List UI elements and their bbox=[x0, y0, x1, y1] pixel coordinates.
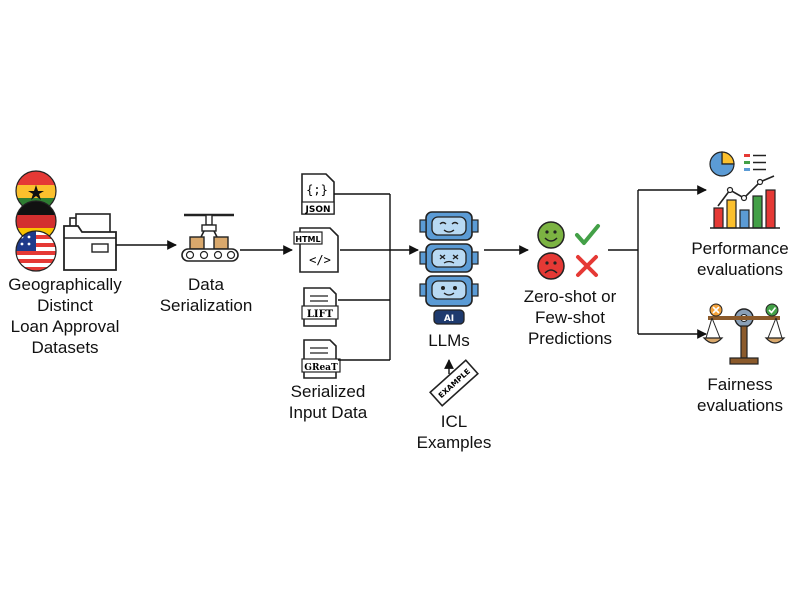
serialized-input-label-line: Serialized bbox=[290, 382, 366, 401]
conveyor-robot-icon bbox=[181, 213, 239, 262]
check-icon bbox=[575, 224, 600, 245]
cross-icon bbox=[576, 255, 598, 277]
datasets-label-line: Datasets bbox=[31, 338, 99, 357]
predictions-label-line: Few-shot bbox=[535, 308, 605, 327]
json-glyph: {;} bbox=[306, 183, 328, 197]
serialization-label-line: Serialization bbox=[159, 296, 253, 315]
llms-label-text: LLMs bbox=[428, 331, 470, 350]
lift-tag: LIFT bbox=[307, 309, 334, 320]
serialization-label-line: Data bbox=[188, 275, 224, 294]
predictions-label-line: Predictions bbox=[527, 329, 613, 348]
folder-icon bbox=[63, 213, 117, 271]
performance-label: Performance evaluations bbox=[682, 238, 798, 280]
serialized-input-label: Serialized Input Data bbox=[272, 381, 384, 423]
sad-face-icon bbox=[537, 252, 565, 280]
evaluation-branch bbox=[608, 190, 639, 334]
llms-label: LLMs bbox=[409, 330, 489, 351]
html-glyph: </> bbox=[309, 253, 331, 267]
lift-doc-icon: LIFT bbox=[301, 287, 339, 327]
fairness-label-line: evaluations bbox=[696, 396, 783, 415]
html-doc-icon: HTML </> bbox=[293, 227, 339, 273]
performance-label-line: Performance bbox=[691, 239, 789, 258]
great-doc-icon: GReaT bbox=[301, 339, 341, 379]
usa-flag-icon bbox=[15, 230, 57, 272]
serialization-label: Data Serialization bbox=[146, 274, 266, 316]
html-tag: HTML bbox=[295, 235, 320, 244]
great-tag: GReaT bbox=[304, 363, 338, 373]
example-tag-icon: EXAMPLE bbox=[429, 359, 479, 407]
happy-face-icon bbox=[537, 221, 565, 249]
datasets-label-line: Geographically bbox=[8, 275, 122, 294]
json-tag: JSON bbox=[304, 205, 330, 215]
icl-examples-label: ICL Examples bbox=[402, 411, 506, 453]
llm-robot-stack-icon: AI bbox=[419, 211, 479, 325]
performance-label-line: evaluations bbox=[696, 260, 783, 279]
datasets-label-line: Distinct bbox=[37, 296, 93, 315]
serialized-input-label-line: Input Data bbox=[288, 403, 368, 422]
fairness-scale-icon bbox=[702, 303, 786, 365]
predictions-label: Zero-shot or Few-shot Predictions bbox=[506, 286, 634, 349]
predictions-label-line: Zero-shot or bbox=[523, 287, 617, 306]
format-connectors bbox=[334, 193, 391, 361]
llm-ai-badge: AI bbox=[444, 314, 454, 324]
fairness-label-line: Fairness bbox=[707, 375, 773, 394]
datasets-label-line: Loan Approval bbox=[10, 317, 120, 336]
icl-examples-label-line: ICL bbox=[440, 412, 468, 431]
fairness-label: Fairness evaluations bbox=[682, 374, 798, 416]
datasets-label: Geographically Distinct Loan Approval Da… bbox=[0, 274, 130, 358]
performance-chart-icon bbox=[709, 151, 780, 229]
icl-examples-label-line: Examples bbox=[416, 433, 492, 452]
json-doc-icon: {;} JSON bbox=[301, 173, 335, 215]
